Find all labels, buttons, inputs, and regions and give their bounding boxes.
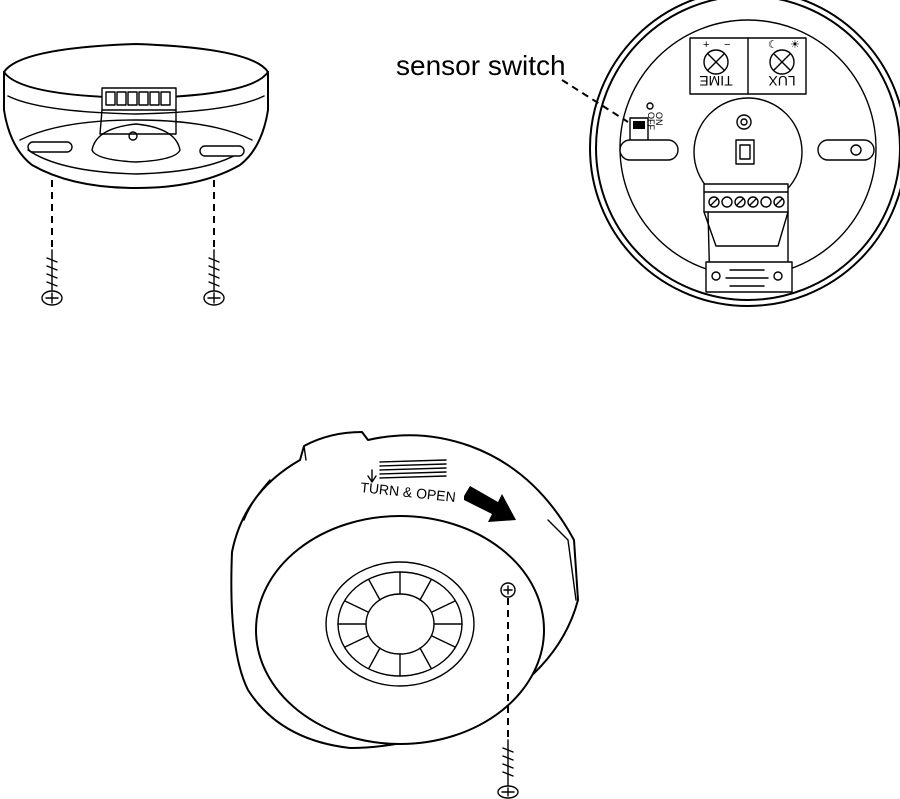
sensor-switch-label: sensor switch [396,50,566,81]
adjustment-panel: + − ☾ ☀ TIME LUX [689,37,807,95]
time-label: TIME [699,73,732,89]
fresnel-lens [337,571,463,677]
time-knob[interactable]: + − [703,39,730,75]
sensor-back-view: + − ☾ ☀ TIME LUX ON OFF [589,0,900,307]
svg-text:+: + [703,39,709,51]
sensor-assembled-view: TURN & OPEN [230,431,579,799]
rotate-direction-arrow [464,486,516,522]
mounting-slot-left [619,139,679,161]
terminal-block-back [703,183,793,293]
svg-text:☾: ☾ [768,39,778,51]
svg-text:−: − [724,39,730,51]
screw-left [41,249,63,306]
sensor-switch-callout: sensor switch [396,50,629,123]
base-plate-side-view [3,43,269,306]
svg-text:☀: ☀ [790,39,800,51]
cover-screw [497,582,519,799]
terminal-block-side [99,87,177,135]
switch-off-label: OFF [646,112,656,130]
screw-right [203,249,225,306]
lux-knob[interactable]: ☾ ☀ [768,39,800,75]
switch-on-label: ON [654,112,664,126]
lux-label: LUX [768,73,796,89]
mounting-slot-right [817,139,875,161]
sensor-switch[interactable]: ON OFF [629,102,664,145]
